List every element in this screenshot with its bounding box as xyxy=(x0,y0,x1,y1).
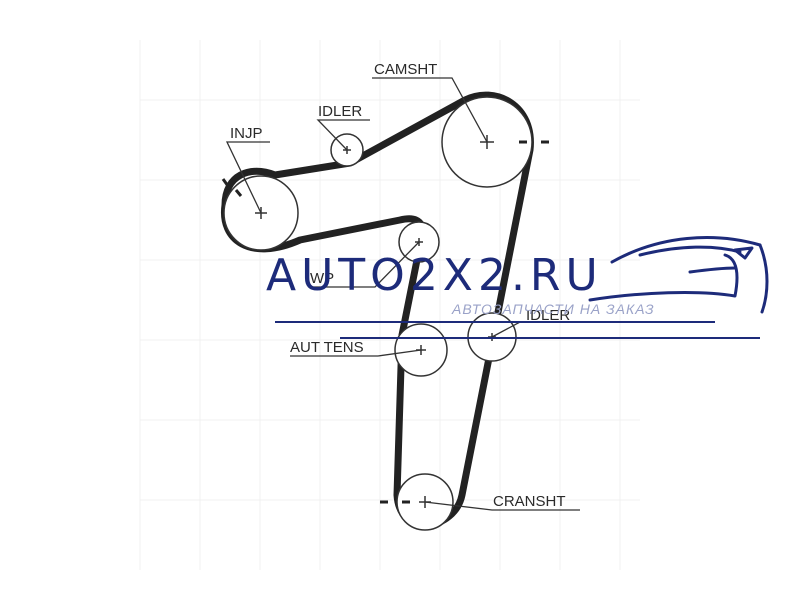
label-injection-pump: INJP xyxy=(230,125,263,142)
watermark-car-logo xyxy=(588,236,769,314)
leader-lines xyxy=(225,77,580,511)
label-idler-top: IDLER xyxy=(318,103,362,120)
watermark: AUTO2X2.RU АВТОЗАПЧАСТИ НА ЗАКАЗ xyxy=(266,236,769,339)
watermark-subtitle: АВТОЗАПЧАСТИ НА ЗАКАЗ xyxy=(451,301,655,317)
timing-marks xyxy=(221,140,549,504)
label-crankshaft: CRANSHT xyxy=(493,493,566,510)
label-water-pump: WP xyxy=(310,270,334,287)
label-idler-right: IDLER xyxy=(526,307,570,324)
label-camshaft: CAMSHT xyxy=(374,61,437,78)
label-auto-tensioner: AUT TENS xyxy=(290,339,364,356)
watermark-title: AUTO2X2.RU xyxy=(266,250,603,301)
injection-pump-timing-mark xyxy=(221,178,230,187)
